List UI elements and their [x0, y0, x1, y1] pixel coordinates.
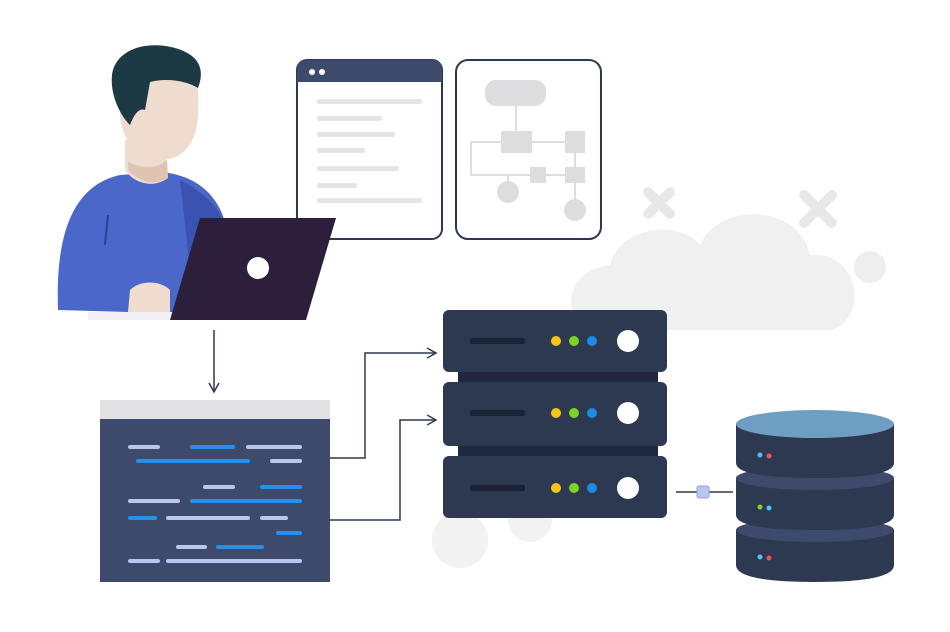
arrow-to-server-1 [330, 347, 438, 459]
arrow-to-server-2 [330, 414, 438, 521]
decor-dot [854, 251, 886, 283]
flowchart-window [455, 59, 602, 240]
network-link [676, 485, 733, 499]
sparkle-icon [643, 187, 837, 228]
server-unit-3 [443, 456, 667, 518]
server-rack [443, 310, 667, 518]
database-icon [736, 410, 894, 582]
code-editor-window [100, 400, 330, 582]
document-window [296, 59, 443, 240]
cloud-icon [571, 214, 855, 330]
developer-figure [57, 45, 336, 320]
server-unit-1 [443, 310, 667, 372]
server-unit-2 [443, 382, 667, 446]
